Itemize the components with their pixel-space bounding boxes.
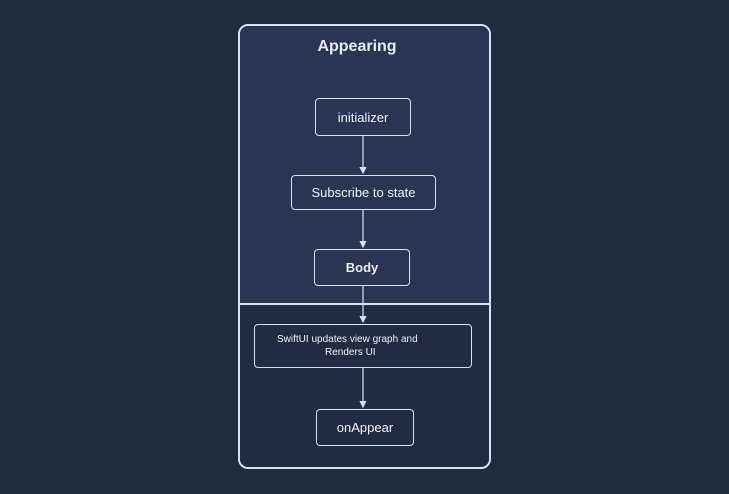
on-appear-node: onAppear — [316, 409, 414, 446]
swiftui-render-line-1: SwiftUI updates view graph and — [277, 334, 418, 345]
body-node: Body — [314, 249, 410, 286]
phase-divider — [238, 303, 491, 305]
lifecycle-container — [238, 24, 491, 469]
render-phase-panel — [240, 306, 489, 467]
subscribe-to-state-node: Subscribe to state — [291, 175, 436, 210]
swiftui-render-node: SwiftUI updates view graph and Renders U… — [254, 324, 472, 368]
appearing-phase-panel — [240, 26, 489, 306]
diagram-title: Appearing — [317, 38, 397, 55]
initializer-node: initializer — [315, 98, 411, 136]
swiftui-render-line-2: Renders UI — [325, 347, 376, 358]
